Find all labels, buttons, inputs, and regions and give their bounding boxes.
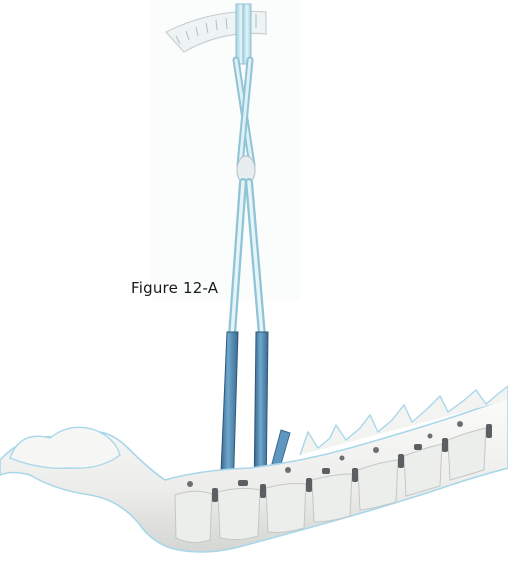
lumbar-spine-sacrum-icon xyxy=(0,386,508,552)
figure-caption: Figure 12-A xyxy=(131,279,218,297)
sacrum-ala xyxy=(10,427,120,468)
instrument-backdrop xyxy=(150,0,300,300)
